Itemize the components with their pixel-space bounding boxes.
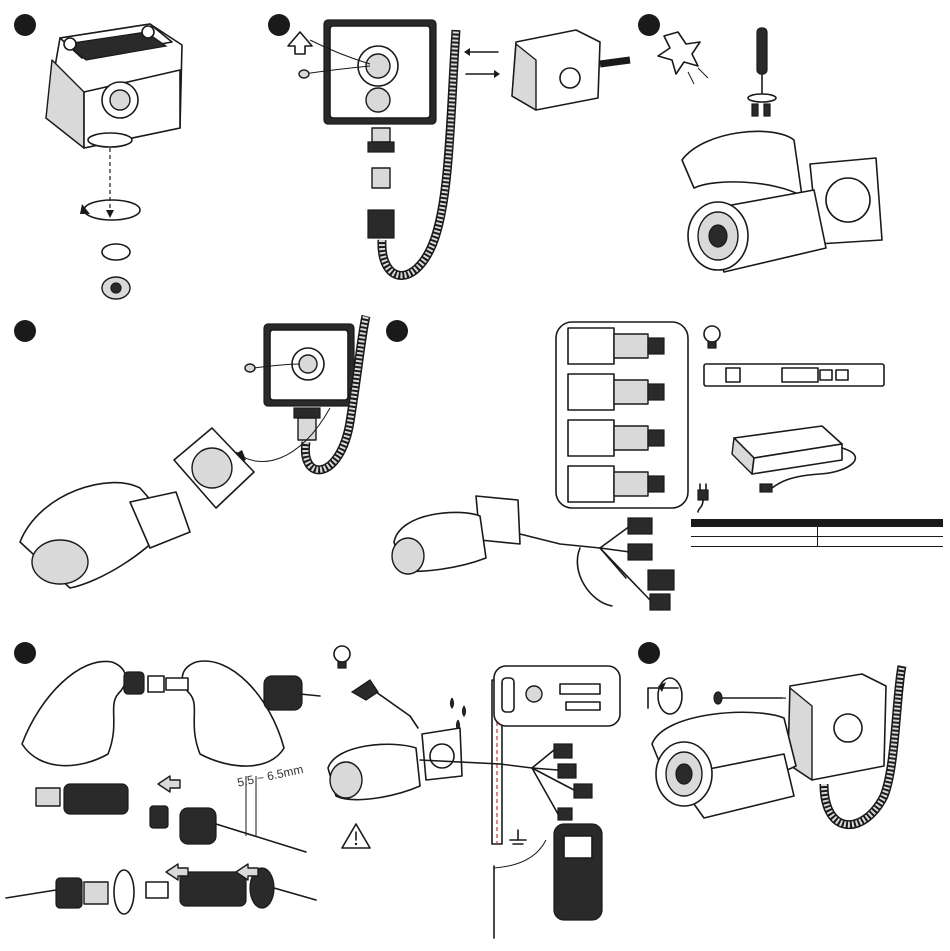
conduit-install-illustration [260,0,630,310]
final-assembly-illustration [634,636,950,951]
step-6-panel: 5.5 ~ 6.5mm [0,636,320,951]
warning-triangle-icon [342,824,370,848]
step-8-panel [634,636,950,951]
step-3-panel [634,0,950,310]
step-4-panel [0,312,380,612]
bracket-attach-illustration [0,312,380,612]
junction-box-illustration [0,0,240,310]
rotate-arrow-icon [658,678,682,714]
spec-table-header [691,519,943,527]
power-plug-icon [698,484,708,512]
table-row [691,527,943,537]
step-1-panel [0,0,240,310]
step-5-panel [380,312,950,612]
power-spec-table [691,519,943,547]
sunshield-mount-illustration [634,0,950,310]
lightbulb-icon [704,326,720,348]
wiring-diagram-illustration [380,312,950,612]
table-row [691,537,943,547]
ground-symbol-icon [510,830,526,844]
lightbulb-icon [334,646,350,668]
step-7-panel [322,636,632,951]
up-arrow-icon [288,32,312,54]
step-2-panel [260,0,630,310]
sealant-grounding-illustration [322,636,632,951]
waterproof-connector-illustration [0,636,320,951]
